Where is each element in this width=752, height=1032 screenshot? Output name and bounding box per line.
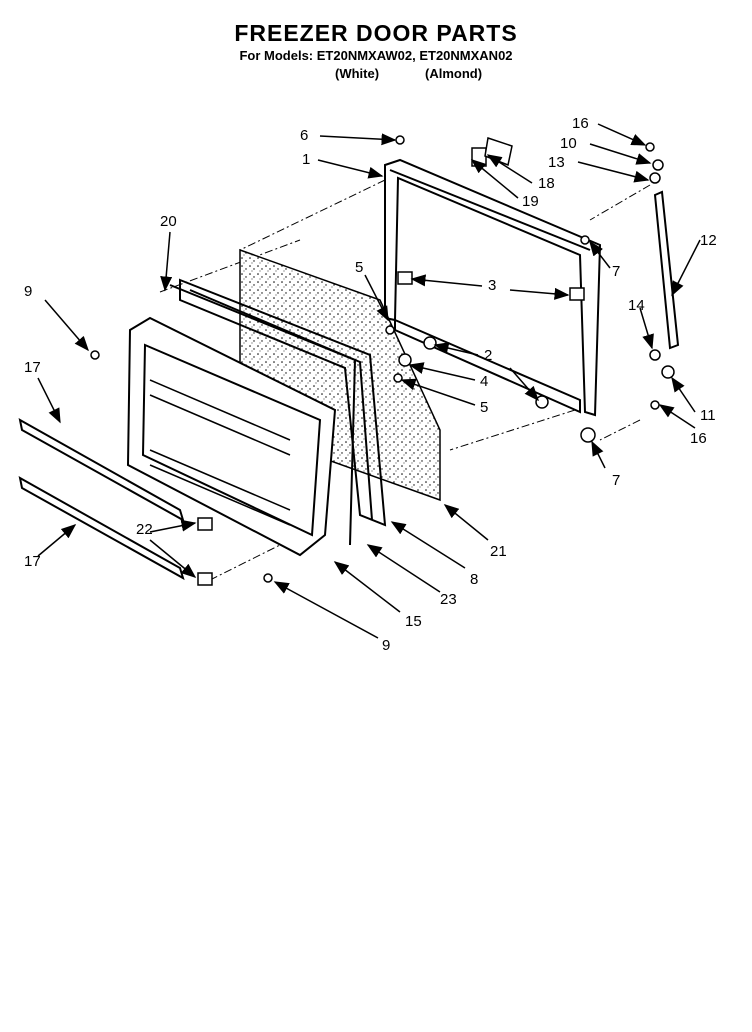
callout-16: 16	[572, 115, 589, 132]
callout-7: 7	[612, 263, 620, 280]
callout-18: 18	[538, 175, 555, 192]
callout-23: 23	[440, 591, 457, 608]
callout-12: 12	[700, 232, 717, 249]
callout-22: 22	[136, 521, 153, 538]
callout-7-lower: 7	[612, 472, 620, 489]
callout-9: 9	[24, 283, 32, 300]
callout-9-lower: 9	[382, 637, 390, 654]
callout-21: 21	[490, 543, 507, 560]
color-white-label: (White)	[335, 66, 380, 81]
callout-20: 20	[160, 213, 177, 230]
callout-17: 17	[24, 359, 41, 376]
trim-clips	[197, 517, 213, 586]
callout-5-lower: 5	[480, 399, 488, 416]
callout-10: 10	[560, 135, 577, 152]
callout-1: 1	[302, 151, 310, 168]
callout-numbers: 6 1 16 10 13 18 19 20 12 5 7 3 9 14 2 17…	[24, 115, 717, 654]
model-numbers: For Models: ET20NMXAW02, ET20NMXAN02	[239, 48, 513, 63]
callout-15: 15	[405, 613, 422, 630]
liner-shelf-ribs	[149, 379, 291, 526]
hardware	[90, 135, 675, 583]
callout-5: 5	[355, 259, 363, 276]
hinge-rod	[653, 190, 680, 350]
callout-8: 8	[470, 571, 478, 588]
callout-16-lower: 16	[690, 430, 707, 447]
callout-2: 2	[484, 347, 492, 364]
callout-6: 6	[300, 127, 308, 144]
callout-13: 13	[548, 154, 565, 171]
callout-19: 19	[522, 193, 539, 210]
color-almond-label: (Almond)	[425, 66, 483, 81]
callout-4: 4	[480, 373, 488, 390]
door-inner-liner	[126, 316, 337, 557]
callout-17-lower: 17	[24, 553, 41, 570]
callout-11: 11	[700, 407, 716, 424]
gasket-layers	[169, 278, 387, 546]
page-title: FREEZER DOOR PARTS	[234, 20, 518, 46]
callout-3: 3	[488, 277, 496, 294]
callout-14: 14	[628, 297, 645, 314]
alignment-lines	[159, 179, 651, 581]
leader-lines	[37, 123, 701, 639]
